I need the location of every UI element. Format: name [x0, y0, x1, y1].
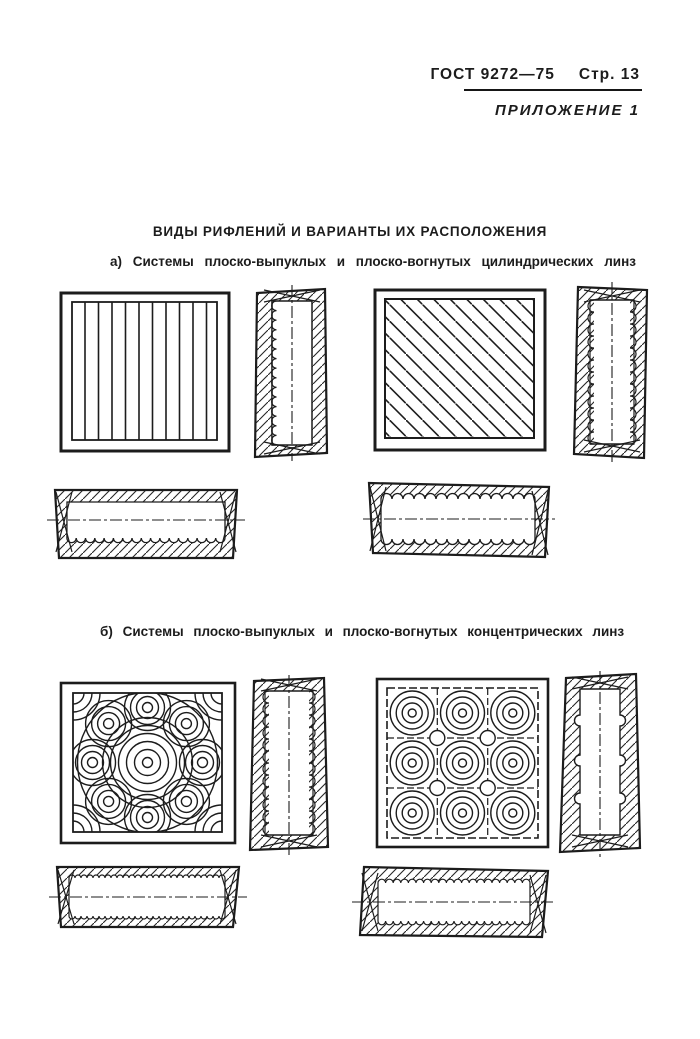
figure-cross-section-fine-scallops [49, 860, 247, 940]
figure-cross-section-fine-scallops-2 [352, 859, 556, 945]
section-a-label: а) Системы плоско-выпуклых и плоско-вогн… [110, 254, 636, 269]
figure-cross-section-top-bottom-scallops [363, 477, 555, 567]
figure-side-section-bumps [554, 671, 646, 857]
figure-plan-concentric-grid [375, 677, 550, 849]
header: ГОСТ 9272—75 Стр. 13 [430, 66, 640, 84]
page-number: Стр. 13 [578, 66, 640, 83]
figure-plan-diagonal-ribs [373, 288, 547, 452]
section-b-label: б) Системы плоско-выпуклых и плоско-вогн… [100, 624, 625, 639]
figure-side-section-both-sides [570, 282, 654, 464]
figure-plan-concentric-ring [59, 681, 237, 845]
appendix-label: ПРИЛОЖЕНИЕ 1 [494, 102, 640, 119]
figure-side-section-wavy [245, 675, 333, 855]
page-title: ВИДЫ РИФЛЕНИЙ И ВАРИАНТЫ ИХ РАСПОЛОЖЕНИЯ [152, 224, 548, 239]
figure-cross-section-bottom-scallops [47, 481, 245, 567]
figure-plan-vertical-ribs [59, 291, 231, 453]
header-rule [464, 89, 642, 91]
figure-side-section-one-side [250, 285, 334, 461]
standard-number: ГОСТ 9272—75 [430, 66, 555, 83]
